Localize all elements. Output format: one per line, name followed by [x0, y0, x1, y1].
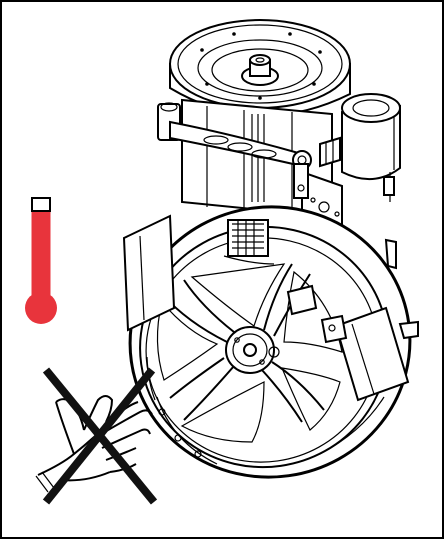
- motor: [319, 93, 401, 202]
- thermometer-icon: [25, 197, 57, 324]
- lever-arm: [157, 102, 312, 199]
- sheave-wheel: [122, 205, 419, 479]
- prohibition-cross-icon: [42, 367, 158, 505]
- gear-detail: [223, 219, 275, 265]
